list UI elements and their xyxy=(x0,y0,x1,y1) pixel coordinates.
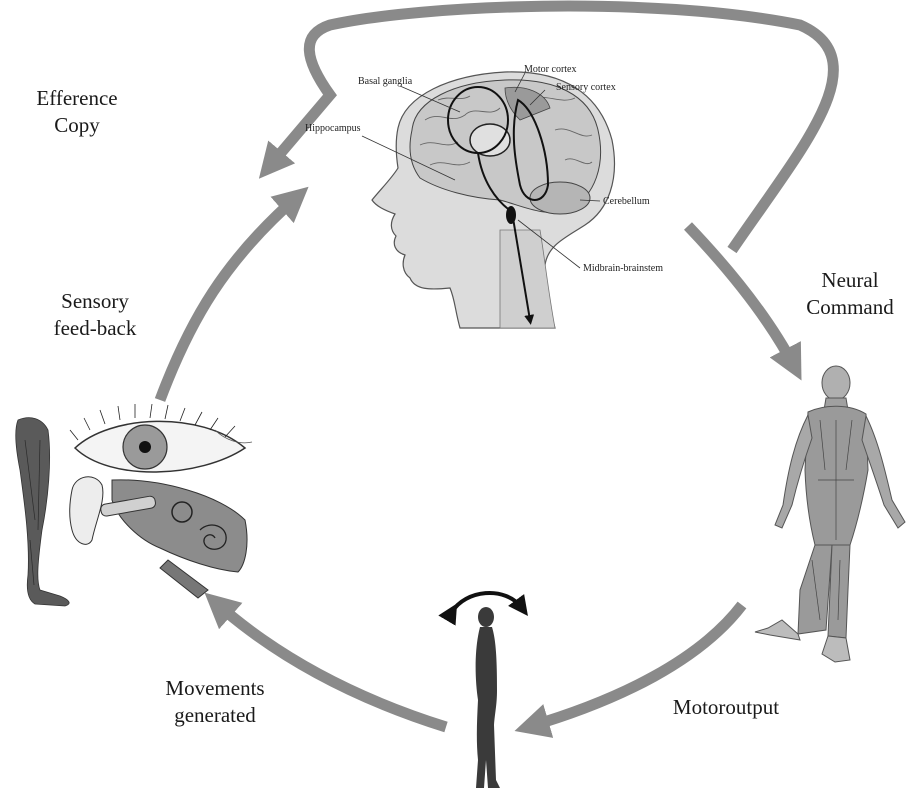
label-midbrain-brainstem: Midbrain-brainstem xyxy=(583,263,663,274)
label-motor-output: Motoroutput xyxy=(656,694,796,721)
leg-illustration xyxy=(16,418,69,606)
midbrain-node xyxy=(506,206,516,224)
muscle-figure xyxy=(755,366,905,662)
label-sensory-cortex: Sensory cortex xyxy=(556,82,616,93)
label-movements-generated: Movements generated xyxy=(150,675,280,729)
label-sensory-feedback: Sensory feed-back xyxy=(40,288,150,342)
ear-illustration xyxy=(70,477,247,598)
label-neural-command: Neural Command xyxy=(795,267,905,321)
label-cerebellum: Cerebellum xyxy=(603,196,650,207)
label-motor-cortex: Motor cortex xyxy=(524,64,577,75)
cerebellum-shape xyxy=(530,182,590,214)
head-brain-illustration: Basal ganglia Motor cortex Sensory corte… xyxy=(305,64,663,328)
label-basal-ganglia: Basal ganglia xyxy=(358,76,413,87)
label-efference-copy: Efference Copy xyxy=(22,85,132,139)
eye-illustration xyxy=(70,404,252,472)
label-hippocampus: Hippocampus xyxy=(305,123,361,134)
neural-command-arrow xyxy=(688,226,795,368)
sensory-feedback-arrow xyxy=(160,196,298,400)
person-silhouette xyxy=(476,607,500,788)
